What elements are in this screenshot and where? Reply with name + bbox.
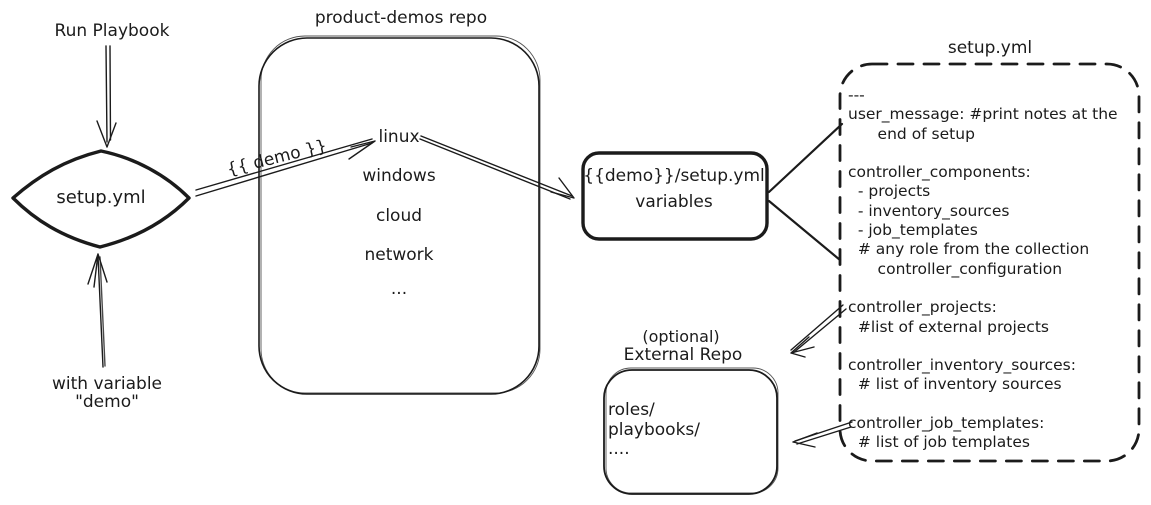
external-repo-label-title: External Repo: [623, 345, 743, 365]
repo-item-windows: windows: [362, 166, 436, 186]
external-repo-box: [603, 369, 778, 495]
connector-variables-to-setup-yml: [767, 122, 844, 262]
arrow-diamond-to-linux: [195, 138, 376, 197]
setup-yml-box-title: setup.yml: [947, 38, 1033, 58]
with-variable-label-line2: "demo": [75, 392, 139, 412]
run-playbook-label: Run Playbook: [54, 21, 170, 41]
external-repo-label-optional: (optional): [642, 327, 720, 346]
arrow-with-variable-to-diamond: [87, 253, 108, 368]
arrow-setup-yml-to-external-repo-top: [790, 304, 847, 358]
variables-box-line2: variables: [635, 192, 713, 212]
setup-yml-dashed-box: [838, 62, 1141, 463]
product-demos-repo-box: [258, 37, 540, 395]
arrow-setup-yml-to-external-repo-bottom: [792, 421, 853, 448]
setup-yml-diamond-label: setup.yml: [56, 187, 146, 208]
product-demos-repo-title: product-demos repo: [314, 8, 488, 28]
arrow-linux-to-variables: [419, 135, 575, 200]
arrow-run-playbook-to-diamond: [96, 45, 117, 148]
variables-box-line1: {{demo}}/setup.yml: [583, 166, 765, 186]
external-repo-content: roles/ playbooks/ ....: [608, 400, 701, 459]
setup-yml-content: --- user_message: #print notes at the en…: [848, 86, 1118, 452]
external-repo-box-sketch: [605, 367, 779, 494]
repo-item-network: network: [364, 245, 434, 265]
product-demos-repo-box-sketch: [260, 35, 541, 394]
repo-item-linux: linux: [378, 127, 420, 147]
repo-item-cloud: cloud: [375, 206, 423, 226]
setup-yml-diamond-shape: [11, 149, 191, 249]
repo-item-ellipsis: ...: [390, 279, 408, 299]
with-variable-label-line1: with variable: [51, 374, 163, 394]
variables-box: [581, 151, 769, 241]
